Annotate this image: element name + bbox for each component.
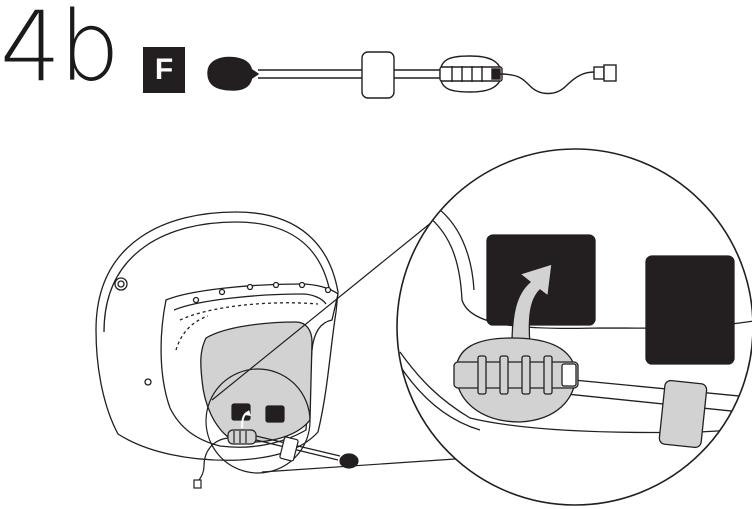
boom-small-lower <box>255 439 339 461</box>
rivet-6 <box>324 286 332 294</box>
clamp-rib-3 <box>521 355 531 395</box>
velcro-pad-on-boom <box>658 379 708 449</box>
helmet-shell-inner-line <box>103 221 331 333</box>
zoom-detail <box>396 148 752 506</box>
ear-pocket <box>200 321 313 443</box>
connector-cable <box>499 71 595 95</box>
clamp-rib-1 <box>477 355 487 395</box>
helmet-detail-inset <box>193 368 359 489</box>
step-number: 4b <box>0 0 120 103</box>
microphone-kit-overview <box>207 51 617 99</box>
inner-rim-line <box>173 293 327 311</box>
mic-foam-tip <box>207 56 253 91</box>
rivet-4 <box>272 281 280 289</box>
velcro-pad-right <box>645 255 735 365</box>
zoom-guides <box>211 221 471 473</box>
snap-button-inner <box>117 280 125 288</box>
clamp-rib-4 <box>543 355 553 395</box>
clamp-bar-detail <box>453 361 579 389</box>
mic-tip-arrow <box>251 68 260 80</box>
comfort-liner-stitching <box>179 302 319 321</box>
comfort-liner-stitching-2 <box>175 315 209 351</box>
cable-plug <box>603 64 617 82</box>
zoom-source-circle <box>205 368 311 474</box>
holder-endcap <box>491 68 501 80</box>
velcro-pad-left-small <box>231 403 251 421</box>
clamp-end <box>561 363 577 387</box>
liner-edge-lower-2 <box>399 365 481 431</box>
rivet-3 <box>246 283 254 291</box>
clamp-rib-2 <box>499 355 509 395</box>
plug-small <box>193 479 202 489</box>
mic-foam-small <box>339 453 359 469</box>
variant-badge: F <box>143 47 185 93</box>
rivet-2 <box>218 288 226 296</box>
clamp-small <box>227 429 257 445</box>
placement-arrow <box>511 263 553 346</box>
boom-small-upper <box>255 435 341 457</box>
helmet <box>95 211 339 461</box>
rivet-1 <box>192 296 200 304</box>
velcro-pad-small <box>361 51 395 99</box>
cable-connector <box>593 66 605 80</box>
rivet-5 <box>298 281 306 289</box>
vent-hole <box>144 378 152 386</box>
cable-small <box>197 437 229 483</box>
velcro-small-boom <box>279 436 299 462</box>
velcro-pad-right-small <box>265 405 285 423</box>
